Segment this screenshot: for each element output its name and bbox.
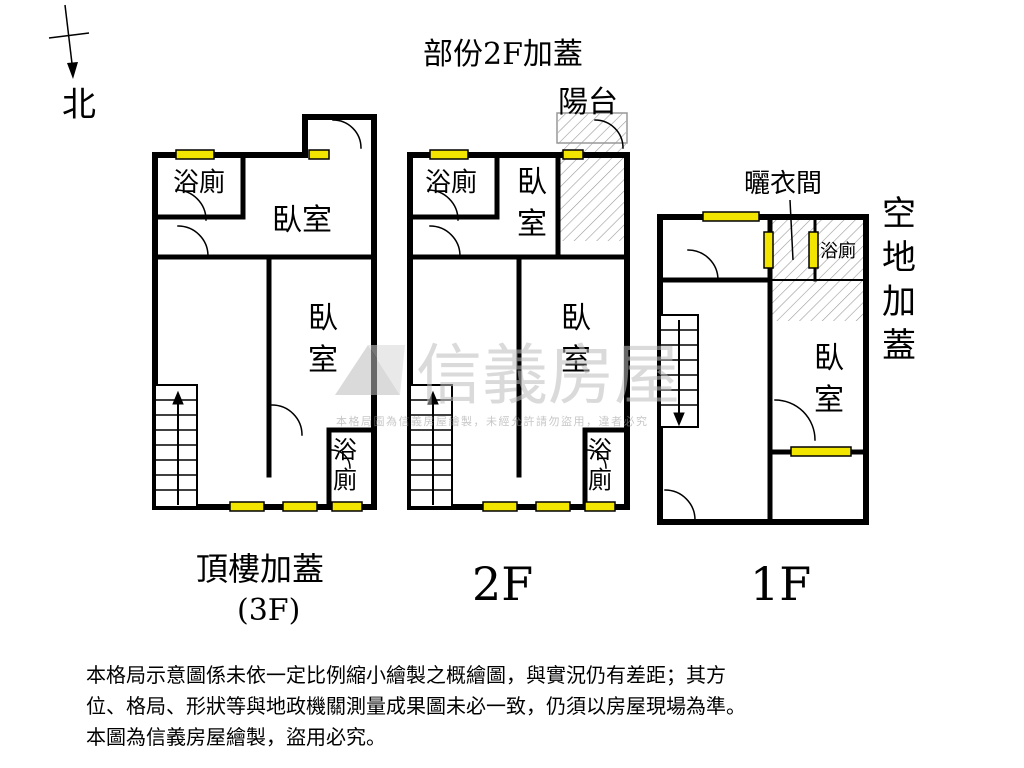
- floor-2f-windows: [429, 149, 616, 512]
- watermark-logo-icon: [335, 345, 400, 395]
- watermark-notice: 本格局圖為信義房屋繪製，未經允許請勿盜用，違者必究: [336, 414, 649, 428]
- open-space-label: 空地加蓋: [882, 194, 916, 366]
- floor-1f-bedroom-label: 臥室: [814, 341, 844, 418]
- floor-2f-bedroom-top-char2: 室: [517, 207, 547, 242]
- stairs-up-arrow-icon: [172, 390, 184, 405]
- north-arrow-icon: [67, 62, 78, 79]
- balcony-outline: [556, 112, 628, 144]
- floor-3f-bath-low-char1: 浴: [333, 436, 357, 464]
- floor-2f-stairs: [409, 384, 453, 508]
- floor-2f-bedroom-top-char1: 臥: [517, 165, 547, 200]
- open-space-char3: 加: [882, 282, 916, 322]
- floor-2f-bath-low-char2: 廁: [588, 466, 612, 494]
- floor-3f-windows: [175, 149, 363, 512]
- north-label: 北: [62, 85, 96, 125]
- floor-3f-bath-low-char2: 廁: [333, 466, 357, 494]
- floor-2f-bedroom-mid-char2: 室: [561, 343, 591, 378]
- floor-1f-stairs: [659, 314, 699, 428]
- floor-3f-bedroom-mid-char2: 室: [308, 343, 338, 378]
- floor-3f-label-line1: 頂樓加蓋: [196, 550, 324, 588]
- floor-3f-label-line2: (3F): [237, 593, 300, 628]
- disclaimer-line-3: 本圖為信義房屋繪製，盜用必究。: [86, 725, 386, 749]
- floor-1f-label: 1F: [750, 557, 811, 611]
- balcony-label: 陽台: [558, 85, 618, 120]
- floor-3f-bath-low-label: 浴廁: [333, 436, 357, 494]
- disclaimer-line-1: 本格局示意圖係未依一定比例縮小繪製之概繪圖，與實況仍有差距；其方: [86, 663, 726, 687]
- floor-1f-bath-label: 浴廁: [820, 240, 856, 262]
- floor-2f-bath-top-label: 浴廁: [425, 168, 477, 198]
- drying-room-leader: [789, 199, 794, 261]
- partial-2f-heading: 部份2F加蓋: [423, 37, 583, 72]
- disclaimer-line-2: 位、格局、形狀等與地政機關測量成果圖未必一致，仍須以房屋現場為準。: [86, 694, 746, 718]
- open-space-char4: 蓋: [882, 326, 916, 366]
- floor-1f-windows: [702, 211, 852, 457]
- watermark-brand: 信義房屋: [416, 337, 680, 414]
- balcony-hatch: [558, 113, 626, 241]
- floor-3f-bath-top-label: 浴廁: [173, 168, 225, 198]
- floor-3f-bedroom-top-label: 臥室: [272, 203, 332, 238]
- disclaimer: 本格局示意圖係未依一定比例縮小繪製之概繪圖，與實況仍有差距；其方 位、格局、形狀…: [86, 660, 986, 753]
- watermark: 信義房屋 本格局圖為信義房屋繪製，未經允許請勿盜用，違者必究: [335, 337, 680, 428]
- drying-room-label: 曬衣間: [744, 169, 822, 199]
- floor-2f-bedroom-top-label: 臥室: [517, 165, 547, 242]
- floor-3f-bedroom-mid-char1: 臥: [308, 301, 338, 336]
- stairs-up-arrow-icon: [427, 390, 439, 405]
- floor-2f-bath-low-label: 浴廁: [588, 436, 612, 494]
- floor-2f-label: 2F: [472, 557, 533, 611]
- floor-3f-stairs: [154, 384, 198, 508]
- floor-2f-bath-low-char1: 浴: [588, 436, 612, 464]
- floor-1f-bedroom-char1: 臥: [814, 341, 844, 376]
- floor-2f-bedroom-mid-label: 臥室: [561, 301, 591, 378]
- open-space-char2: 地: [882, 238, 916, 278]
- floor-3f-bedroom-mid-label: 臥室: [308, 301, 338, 378]
- floor-1f-bedroom-char2: 室: [814, 383, 844, 418]
- compass: 北: [48, 4, 96, 125]
- stairs-down-arrow-icon: [673, 412, 685, 427]
- floor-2f-bedroom-mid-char1: 臥: [561, 301, 591, 336]
- open-space-char1: 空: [882, 194, 916, 234]
